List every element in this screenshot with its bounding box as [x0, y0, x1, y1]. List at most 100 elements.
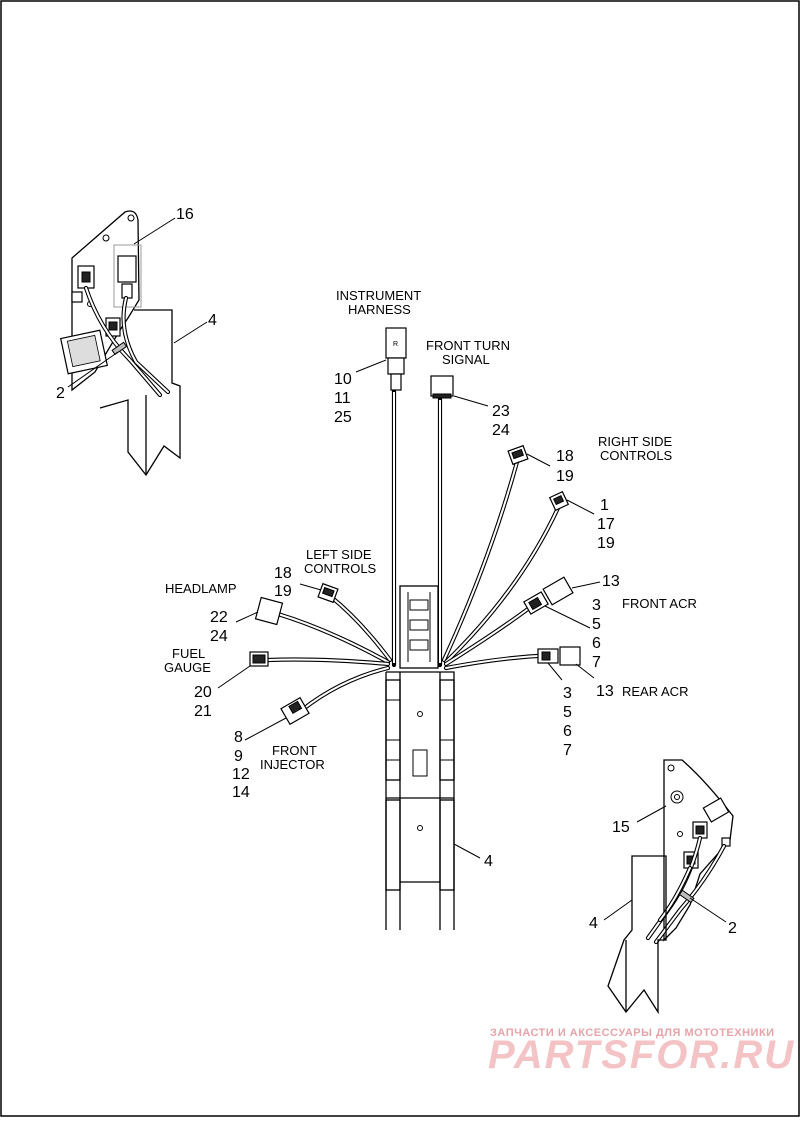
- callout-4-right: 4: [589, 915, 598, 932]
- right-bracket-boss: [670, 790, 684, 804]
- right-detail-connector-a: [702, 797, 730, 823]
- label-right-controls-line1: RIGHT SIDE: [598, 434, 672, 449]
- label-left-controls-line2: CONTROLS: [304, 561, 377, 576]
- label-front-turn-line1: FRONT TURN: [426, 338, 510, 353]
- leader-2-right: [689, 897, 727, 923]
- frame-backbone: [385, 671, 455, 930]
- callout-rear-acr-13: 13: [596, 683, 614, 700]
- callout-rc-b-3: 19: [597, 535, 615, 552]
- callout-rc-a-1: 18: [556, 448, 574, 465]
- watermark: ЗАПЧАСТИ И АКСЕССУАРЫ ДЛЯ МОТОТЕХНИКИ PA…: [488, 1027, 795, 1077]
- leader-frame-4: [453, 843, 481, 859]
- left-detail-frame: [99, 309, 181, 477]
- leader-right-controls-a: [526, 453, 551, 467]
- left-detail-module-face: [66, 334, 101, 368]
- labels: INSTRUMENT HARNESS FRONT TURN SIGNAL RIG…: [164, 288, 697, 772]
- frame-strap-left: [385, 679, 401, 781]
- left-detail-view: 16 4 2: [56, 206, 217, 477]
- leader-headlamp: [235, 611, 259, 623]
- wire-left-controls: [327, 593, 393, 663]
- left-bracket-plate: [71, 210, 140, 392]
- callout-front-turn-2: 24: [492, 422, 510, 439]
- callout-injector-3: 12: [232, 766, 250, 783]
- callout-2-left: 2: [56, 385, 65, 402]
- wire-right-controls-b: [443, 505, 561, 665]
- callout-injector-4: 14: [232, 784, 250, 801]
- headlamp-connector: [254, 596, 284, 626]
- callout-15: 15: [612, 819, 630, 836]
- callout-front-turn-1: 23: [492, 403, 510, 420]
- leader-16: [133, 217, 176, 245]
- frame-strap-right: [439, 679, 455, 781]
- leader-instrument: [355, 359, 387, 373]
- callout-lc-2: 19: [274, 583, 292, 600]
- callout-injector-1: 8: [234, 729, 243, 746]
- label-instrument-line2: HARNESS: [348, 302, 411, 317]
- callout-rear-acr-2: 5: [563, 704, 572, 721]
- leader-15: [636, 805, 667, 823]
- leader-fuel-gauge: [217, 665, 251, 689]
- label-right-controls-line2: CONTROLS: [600, 448, 673, 463]
- watermark-brand: PARTSFOR.RU: [488, 1033, 795, 1077]
- callout-rc-a-2: 19: [556, 468, 574, 485]
- instrument-connector-boot: [387, 357, 405, 375]
- left-bracket-hole-2: [102, 234, 110, 242]
- left-detail-connector-a-pins: [81, 271, 91, 283]
- callout-front-acr-1: 3: [592, 597, 601, 614]
- leader-front-turn: [453, 395, 489, 407]
- left-bracket-hole: [127, 214, 135, 222]
- watermark-tagline: ЗАПЧАСТИ И АКСЕССУАРЫ ДЛЯ МОТОТЕХНИКИ: [490, 1027, 775, 1039]
- label-headlamp: HEADLAMP: [165, 581, 237, 596]
- front-acr-valve: [542, 576, 574, 606]
- callout-instrument-2: 11: [334, 390, 351, 407]
- label-left-controls-line1: LEFT SIDE: [306, 547, 372, 562]
- callout-16: 16: [176, 206, 194, 223]
- leader-rear-acr: [547, 662, 563, 681]
- left-mount-outline: [113, 244, 142, 308]
- callout-rc-b-2: 17: [597, 516, 615, 533]
- left-detail-connector-b: [117, 255, 137, 283]
- svg-text:R: R: [393, 341, 398, 348]
- label-injector-line1: FRONT: [272, 743, 317, 758]
- callout-injector-2: 9: [234, 748, 243, 765]
- right-bracket-hole-2: [677, 831, 683, 837]
- callout-lc-1: 18: [274, 565, 292, 582]
- callout-front-acr-3: 6: [592, 635, 601, 652]
- front-turn-signal-connector: [430, 375, 454, 397]
- right-detail-view: 15 4 2: [589, 759, 737, 1015]
- left-detail-cable-tie: [111, 341, 128, 356]
- leader-4-right: [603, 899, 633, 921]
- wire-right-controls-a: [441, 459, 520, 663]
- callout-rc-b-1: 1: [600, 497, 609, 514]
- harness-clip: [399, 585, 439, 669]
- callout-front-acr-13: 13: [602, 573, 620, 590]
- left-detail-connector-c-pins: [108, 321, 118, 331]
- callout-fuel-1: 20: [194, 684, 212, 701]
- left-detail-connector-b-boot: [121, 283, 133, 299]
- leader-rear-acr-13: [575, 663, 595, 679]
- label-fuel-line2: GAUGE: [164, 660, 211, 675]
- callout-front-acr-2: 5: [592, 616, 601, 633]
- label-injector-line2: INJECTOR: [260, 757, 325, 772]
- callout-4-left: 4: [208, 312, 217, 329]
- right-bracket-hole: [667, 764, 675, 772]
- leader-left-controls: [299, 583, 322, 591]
- leader-front-injector: [244, 717, 287, 741]
- label-front-turn-line2: SIGNAL: [442, 352, 490, 367]
- callout-instrument-1: 10: [334, 371, 352, 388]
- callout-front-acr-4: 7: [592, 654, 601, 671]
- leader-front-acr-13: [571, 581, 601, 589]
- left-detail-plug: [71, 291, 83, 303]
- label-instrument-line1: INSTRUMENT: [336, 288, 421, 303]
- right-detail-frame: [607, 855, 667, 1015]
- leader-right-controls-b: [566, 499, 595, 515]
- leader-2-left: [67, 351, 119, 388]
- main-harness: R: [249, 327, 581, 930]
- callouts: 10 11 25 23 24 18 19 1 17 19 13 3 5 6 7 …: [194, 359, 620, 870]
- label-rear-acr: REAR ACR: [622, 684, 688, 699]
- leader-front-acr: [544, 605, 591, 629]
- frame-slot: [412, 749, 428, 777]
- callout-headlamp-1: 22: [210, 609, 228, 626]
